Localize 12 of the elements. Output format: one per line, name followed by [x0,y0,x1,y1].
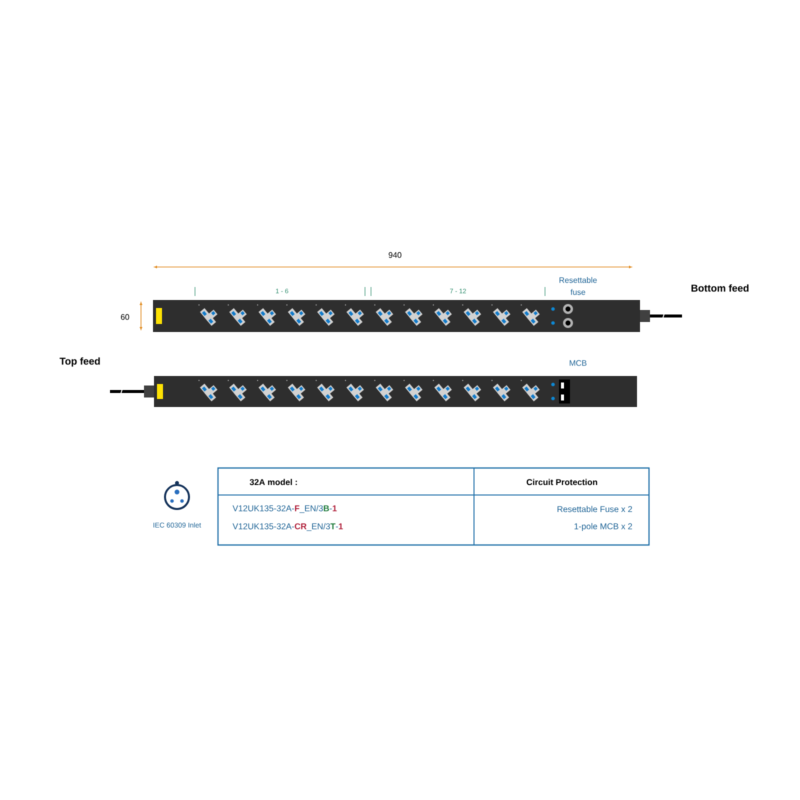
table-cell: 1-pole MCB x 2 [574,523,632,531]
dimension-label: 940 [388,252,402,258]
feed-label: Top feed [60,357,100,367]
header-cell: Circuit Protection [526,478,598,486]
table-cell: V12UK135-32A-CR_EN/3T-1 [232,523,343,531]
component-label: MCB [570,360,586,366]
feed-label: Bottom feed [692,284,749,292]
table-cell: Resettable Fuse x 2 [558,506,632,512]
table-cell: V12UK135-32A-F_EN/3B-1 [232,505,337,513]
component-label: Resettable fuse [560,277,597,295]
header-cell: 32A model : [250,478,297,486]
dimension-label: 60 [120,314,130,320]
